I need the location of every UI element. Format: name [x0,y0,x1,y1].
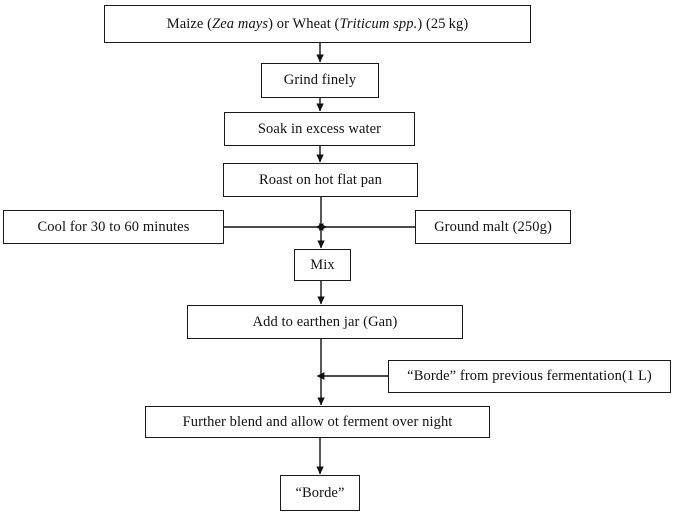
node-cool-for-30-to-60-minutes: Cool for 30 to 60 minutes [3,210,224,244]
node-product-label: “Borde” [295,484,345,501]
node-ground-malt: Ground malt (250g) [415,210,571,244]
node-borde-product: “Borde” [280,475,360,511]
node-grind-finely-label: Grind finely [283,72,357,89]
node-jar-label: Add to earthen jar (Gan) [252,313,398,330]
node-starter-label: “Borde” from previous fermentation(1 L) [407,368,652,385]
node-borde-from-previous-fermentation: “Borde” from previous fermentation(1 L) [388,360,671,393]
node-raw-material: Maize (Zea mays) or Wheat (Triticum spp.… [104,5,531,43]
node-mix: Mix [294,249,351,281]
node-grind-finely: Grind finely [261,63,379,98]
node-raw-material-label: Maize (Zea mays) or Wheat (Triticum spp.… [166,15,469,32]
node-cool-label: Cool for 30 to 60 minutes [37,218,190,235]
node-roast-on-hot-flat-pan: Roast on hot flat pan [223,163,418,197]
node-blend-label: Further blend and allow ot ferment over … [182,413,453,430]
node-soak-label: Soak in excess water [257,120,382,137]
node-ground-malt-label: Ground malt (250g) [434,218,552,235]
node-further-blend-and-ferment: Further blend and allow ot ferment over … [145,406,490,438]
node-soak-in-excess-water: Soak in excess water [224,112,415,146]
node-mix-label: Mix [310,256,335,273]
node-roast-label: Roast on hot flat pan [259,171,382,188]
node-add-to-earthen-jar: Add to earthen jar (Gan) [187,305,463,339]
